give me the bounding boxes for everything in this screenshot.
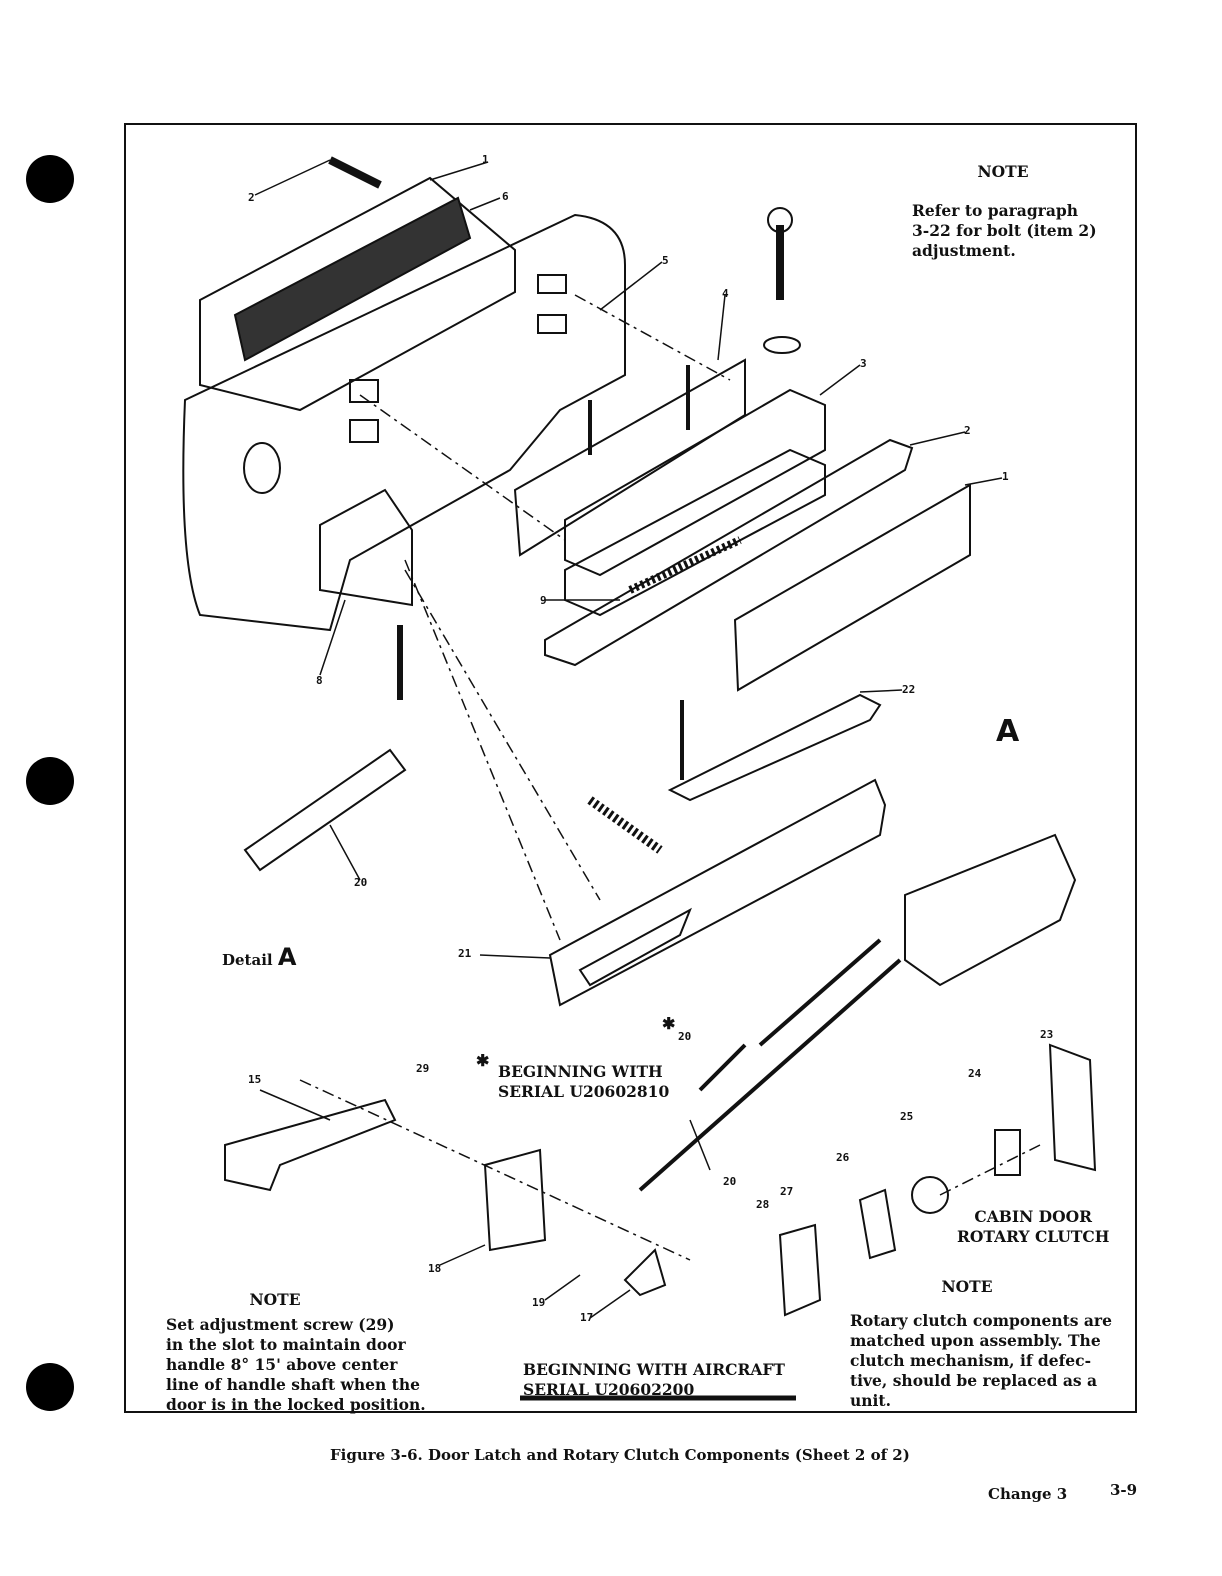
- callout-4: 4: [722, 287, 729, 300]
- bolt-bar: [544, 438, 914, 667]
- seal-pad: [233, 196, 472, 362]
- callout-20-handle: 20: [354, 876, 368, 889]
- detail-letter: A: [277, 943, 297, 971]
- inside-handle-grip: [578, 907, 692, 987]
- return-spring: [587, 796, 663, 854]
- rod-upper: [758, 938, 882, 1047]
- callout-2-top: 2: [248, 191, 255, 204]
- note-top-title: NOTE: [977, 162, 1029, 181]
- crank-17: [623, 1248, 667, 1297]
- callout-21: 21: [458, 947, 472, 960]
- leader-lines: [254, 159, 1003, 1319]
- plate-slot-c: [537, 274, 567, 294]
- link-22: [667, 693, 882, 802]
- callout-26: 26: [836, 1151, 850, 1164]
- callout-5: 5: [662, 254, 669, 267]
- callout-8: 8: [316, 674, 323, 687]
- note-right-body: Rotary clutch components are matched upo…: [850, 1311, 1112, 1410]
- cover-plate: [199, 176, 516, 412]
- door-plate: [182, 213, 626, 632]
- callout-28: 28: [756, 1198, 770, 1211]
- serial-note-2-line2: SERIAL U20602200: [523, 1380, 695, 1399]
- pin-head: [767, 207, 793, 233]
- rod-lower: [638, 958, 902, 1192]
- callout-9: 9: [540, 594, 547, 607]
- serial-note-2-line1: BEGINNING WITH AIRCRAFT: [523, 1360, 785, 1379]
- part-25-gear: [911, 1176, 949, 1214]
- plate-hole: [243, 442, 281, 494]
- bracket: [319, 488, 413, 607]
- washer: [763, 336, 801, 354]
- asterisk-marker-20: ✱: [662, 1014, 676, 1033]
- asterisk-marker: ✱: [476, 1051, 490, 1070]
- part-26: [858, 1188, 897, 1260]
- spring: [628, 536, 742, 594]
- guide-plate: [513, 358, 746, 557]
- callout-2-right: 2: [964, 424, 971, 437]
- footer-change: Change 3: [988, 1485, 1068, 1503]
- rotary-clutch-assembly: [904, 833, 1077, 987]
- callout-19: 19: [532, 1296, 546, 1309]
- callout-3: 3: [860, 357, 867, 370]
- detail-a-marker: A: [996, 714, 1020, 749]
- callout-22: 22: [902, 683, 916, 696]
- bolt-2: [328, 156, 382, 189]
- callout-1-top: 1: [482, 153, 489, 166]
- callout-29: 29: [416, 1062, 430, 1075]
- callout-17: 17: [580, 1311, 594, 1324]
- figure-frame: [124, 123, 1137, 1413]
- serial-note-1: BEGINNING WITH SERIAL U20602810: [498, 1062, 670, 1101]
- callout-27: 27: [780, 1185, 794, 1198]
- plate-slot-d: [537, 314, 567, 334]
- part-24: [994, 1129, 1021, 1176]
- note-top-body: Refer to paragraph 3-22 for bolt (item 2…: [912, 201, 1097, 260]
- plate-slot-b: [349, 419, 379, 443]
- rod-20: [698, 1043, 747, 1092]
- callout-1-right: 1: [1002, 470, 1009, 483]
- binder-hole-middle: [26, 757, 74, 805]
- outside-handle-15: [224, 1098, 397, 1192]
- callout-25: 25: [900, 1110, 914, 1123]
- callout-18: 18: [428, 1262, 442, 1275]
- detail-a-label: Detail A: [222, 943, 296, 971]
- callout-20-rod-lower: 20: [723, 1175, 737, 1188]
- callout-6: 6: [502, 190, 509, 203]
- callout-23: 23: [1040, 1028, 1054, 1041]
- note-right-title: NOTE: [941, 1277, 993, 1296]
- inside-handle-21: [548, 778, 887, 1007]
- binder-hole-bottom: [26, 1363, 74, 1411]
- part-27-28: [778, 1223, 822, 1317]
- end-plate: [733, 483, 971, 692]
- note-left-body: Set adjustment screw (29) in the slot to…: [166, 1315, 426, 1414]
- handle-shaft: [243, 748, 407, 872]
- part-23: [1048, 1043, 1097, 1172]
- callout-15: 15: [248, 1073, 262, 1086]
- block-upper: [564, 388, 826, 577]
- figure-caption: Figure 3-6. Door Latch and Rotary Clutch…: [330, 1446, 910, 1464]
- footer-page-number: 3-9: [1110, 1481, 1138, 1499]
- detail-word: Detail: [222, 951, 273, 969]
- plate-slot-a: [349, 379, 379, 403]
- plate-18: [483, 1148, 547, 1252]
- rotary-clutch-label: CABIN DOOR ROTARY CLUTCH: [957, 1207, 1110, 1246]
- binder-hole-top: [26, 155, 74, 203]
- callout-20-rod-upper: 20: [678, 1030, 692, 1043]
- note-left-title: NOTE: [249, 1290, 301, 1309]
- callout-24: 24: [968, 1067, 982, 1080]
